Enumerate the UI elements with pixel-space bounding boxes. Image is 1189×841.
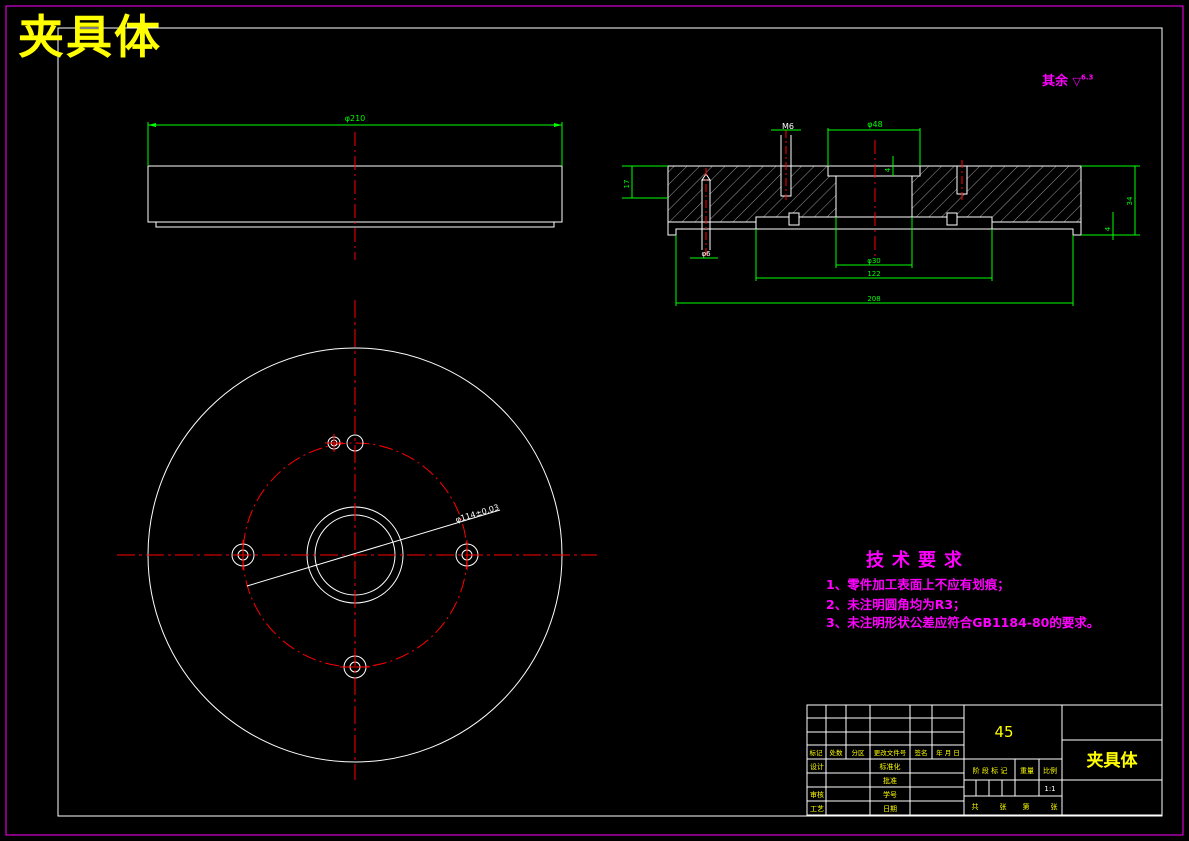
header-label: 年 月 日 xyxy=(936,748,960,757)
sheet-label: 张 xyxy=(1000,802,1007,811)
roughness-symbol-icon: ▽ xyxy=(1072,75,1082,88)
dim-overall-width: 208 xyxy=(867,295,880,303)
title-block xyxy=(806,704,1163,816)
dim-right-height: 34 xyxy=(1126,196,1134,205)
part-name: 夹具体 xyxy=(1087,750,1139,771)
dim-inner-width: 122 xyxy=(867,270,880,278)
surface-roughness-note: 其余 ▽6.3 xyxy=(1042,70,1093,89)
section-view: M6 φ48 4 17 34 4 φ6 φ30 122 xyxy=(622,120,1140,306)
dim-hole-diameter: φ6 xyxy=(701,250,711,258)
material-value: 45 xyxy=(994,723,1013,741)
dim-left-height: 17 xyxy=(623,180,631,189)
sheet-label: 共 xyxy=(972,802,979,811)
sheet-label: 第 xyxy=(1023,802,1030,811)
row-label-review: 审核 xyxy=(810,790,824,799)
tech-requirement-item: 2、未注明圆角均为R3； xyxy=(826,597,966,612)
header-label: 标记 xyxy=(810,748,824,757)
header-label: 签名 xyxy=(915,748,928,757)
dim-bore-diameter: φ30 xyxy=(867,257,881,265)
header-label: 分区 xyxy=(852,748,866,757)
weight-label: 重量 xyxy=(1020,767,1034,775)
row-label-standard: 标准化 xyxy=(880,762,901,771)
scale-value: 1:1 xyxy=(1044,785,1055,793)
sheet-label: 张 xyxy=(1051,802,1058,811)
sheet-outer-border xyxy=(5,5,1184,836)
sheet-inner-border xyxy=(57,27,1163,817)
tech-requirement-item: 3、未注明形状公差应符合GB1184-80的要求。 xyxy=(826,615,1100,630)
tech-requirements-title: 技术要求 xyxy=(866,550,970,571)
header-label: 更改文件号 xyxy=(874,748,907,757)
side-view: φ210 xyxy=(147,114,563,260)
row-label-date: 日期 xyxy=(883,805,897,813)
dim-boss-diameter: φ48 xyxy=(867,120,882,129)
row-label-student-id: 学号 xyxy=(883,790,897,799)
surface-roughness-value: 6.3 xyxy=(1081,73,1094,82)
dim-pin-size: M6 xyxy=(782,122,794,131)
tech-requirement-item: 1、零件加工表面上不应有划痕； xyxy=(826,577,1010,592)
surface-roughness-label: 其余 xyxy=(1042,74,1069,89)
header-label: 处数 xyxy=(830,748,844,757)
page-title: 夹具体 xyxy=(18,10,162,64)
dim-step-height: 4 xyxy=(1104,226,1112,231)
dim-boss-depth: 4 xyxy=(884,167,892,172)
scale-label: 比例 xyxy=(1043,766,1057,775)
row-label-design: 设计 xyxy=(810,762,824,771)
row-label-process: 工艺 xyxy=(810,805,824,813)
row-label-approve: 批准 xyxy=(883,776,897,785)
dim-top-view-width: φ210 xyxy=(345,114,366,123)
stage-label: 阶 段 标 记 xyxy=(973,766,1008,775)
